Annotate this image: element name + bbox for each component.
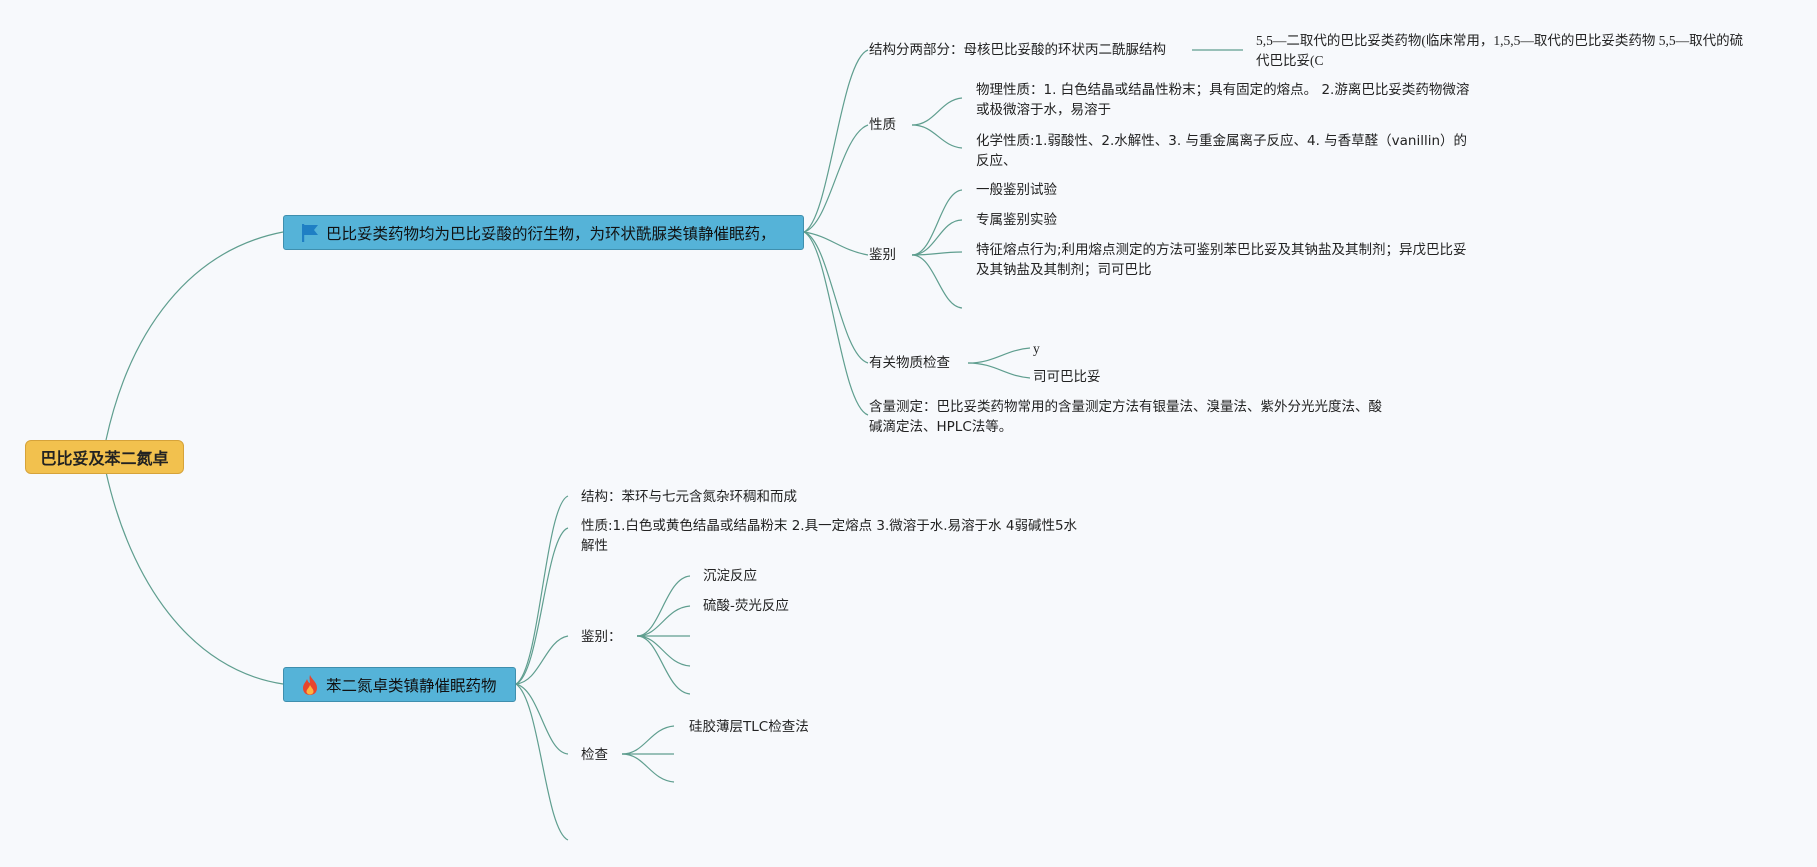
topic-impurity-secobarbital[interactable]: 司可巴比妥 <box>1033 369 1101 385</box>
topic-physical-properties[interactable]: 物理性质：1. 白色结晶或结晶性粉末；具有固定的熔点。 2.游离巴比妥类药物微溶… <box>976 82 1470 118</box>
topic-impurity-check[interactable]: 有关物质检查 <box>869 355 950 371</box>
flag-icon <box>302 223 318 242</box>
branch-benzodiazepine[interactable]: 苯二氮卓类镇静催眠药物 <box>283 667 516 702</box>
topic-specific-identification[interactable]: 专属鉴别实验 <box>976 212 1057 228</box>
topic-identification[interactable]: 鉴别 <box>869 247 896 263</box>
topic-properties[interactable]: 性质 <box>869 117 896 133</box>
topic-assay[interactable]: 含量测定：巴比妥类药物常用的含量测定方法有银量法、溴量法、紫外分光光度法、酸碱滴… <box>869 399 1382 435</box>
topic-general-identification[interactable]: 一般鉴别试验 <box>976 182 1057 198</box>
topic-structure[interactable]: 结构分两部分：母核巴比妥酸的环状丙二酰脲结构 <box>869 42 1166 58</box>
topic-tlc-check[interactable]: 硅胶薄层TLC检查法 <box>689 719 809 735</box>
topic-bzd-identification[interactable]: 鉴别： <box>581 629 622 645</box>
topic-bzd-check[interactable]: 检查 <box>581 747 608 763</box>
topic-impurity-y[interactable]: y <box>1033 341 1040 356</box>
branch-barbiturate-label: 巴比妥类药物均为巴比妥酸的衍生物，为环状酰脲类镇静催眠药， <box>326 224 776 243</box>
flame-icon <box>303 674 317 695</box>
branch-benzodiazepine-label: 苯二氮卓类镇静催眠药物 <box>326 676 497 695</box>
topic-sulfuric-fluorescence[interactable]: 硫酸-荧光反应 <box>703 598 789 614</box>
topic-melting-point[interactable]: 特征熔点行为;利用熔点测定的方法可鉴别苯巴比妥及其钠盐及其制剂；异戊巴比妥及其钠… <box>976 242 1467 278</box>
topic-structure-detail[interactable]: 5,5—二取代的巴比妥类药物(临床常用，1,5,5—取代的巴比妥类药物 5,5—… <box>1256 33 1744 68</box>
branch-barbiturate[interactable]: 巴比妥类药物均为巴比妥酸的衍生物，为环状酰脲类镇静催眠药， <box>283 215 804 250</box>
topic-chemical-properties[interactable]: 化学性质:1.弱酸性、2.水解性、3. 与重金属离子反应、4. 与香草醛（van… <box>976 133 1468 169</box>
topic-precipitation-reaction[interactable]: 沉淀反应 <box>703 568 757 584</box>
topic-bzd-structure[interactable]: 结构：苯环与七元含氮杂环稠和而成 <box>581 489 797 505</box>
topic-bzd-properties[interactable]: 性质:1.白色或黄色结晶或结晶粉末 2.具一定熔点 3.微溶于水.易溶于水 4弱… <box>581 518 1078 554</box>
root-topic[interactable]: 巴比妥及苯二氮卓 <box>25 440 184 474</box>
